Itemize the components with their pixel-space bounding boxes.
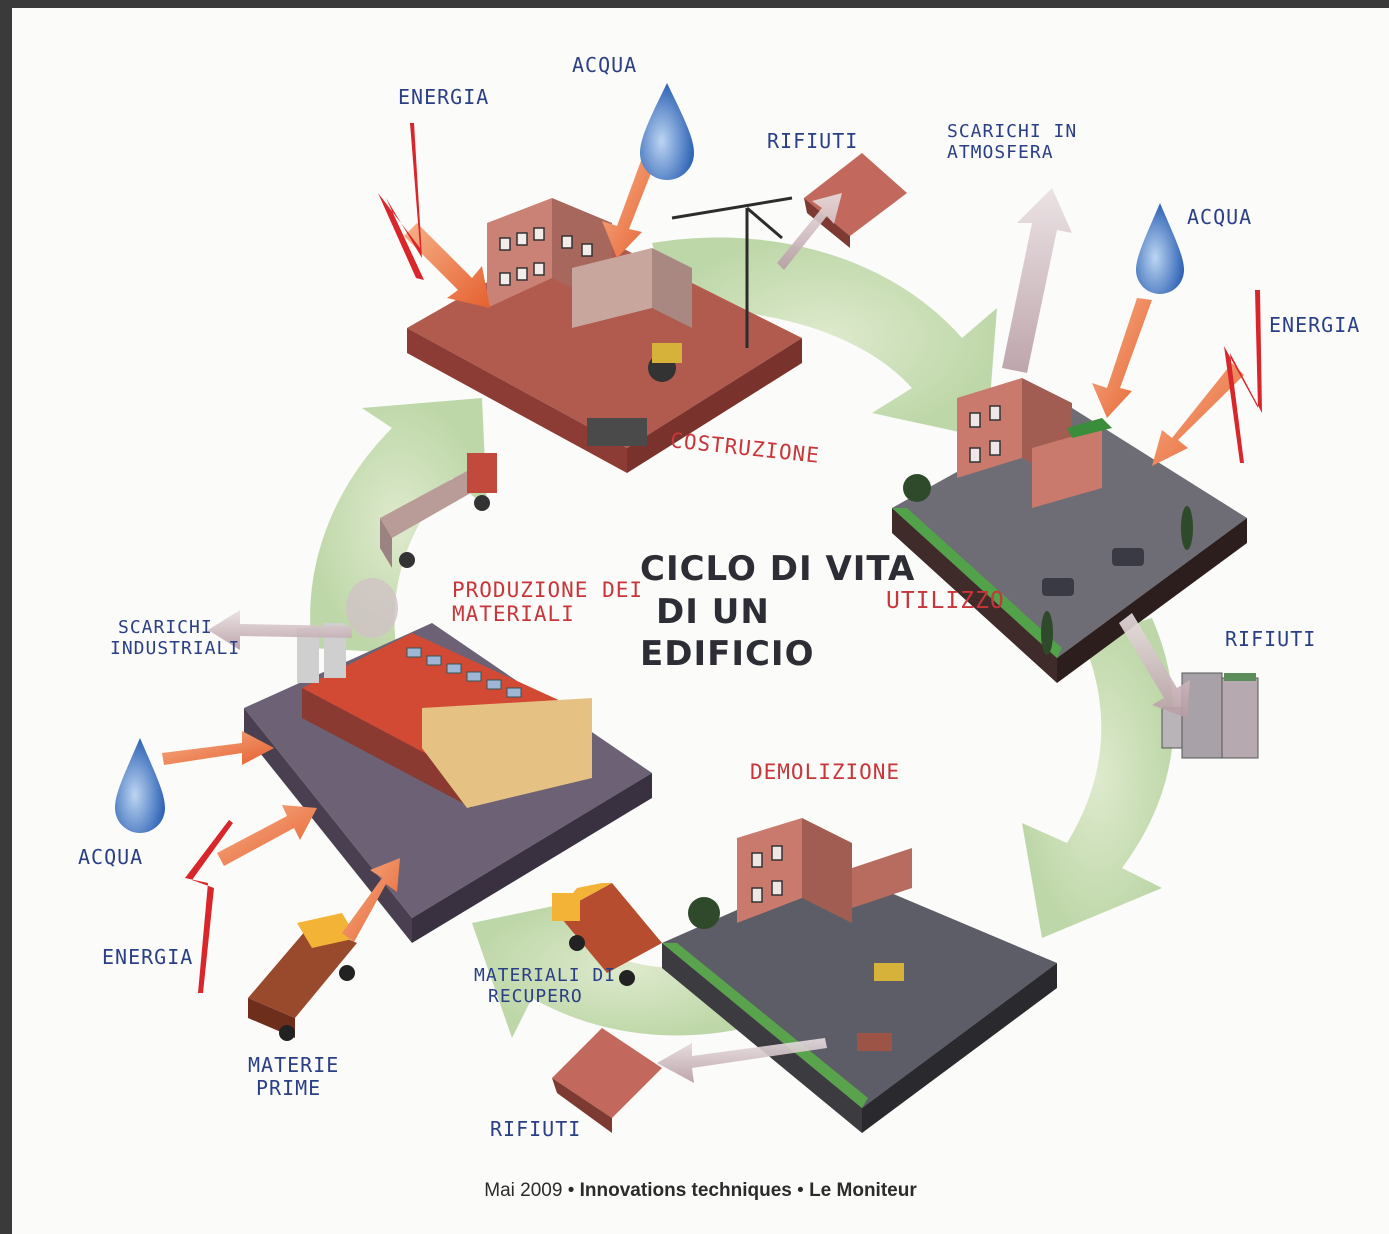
caption-section: Innovations techniques <box>580 1180 792 1201</box>
truck-icon <box>248 913 357 1041</box>
label-scarichi-industriali: SCARICHI INDUSTRIALI <box>110 618 240 659</box>
stage-produzione-line-1: PRODUZIONE DEI <box>452 578 643 602</box>
label-materiali-recupero-line-2: RECUPERO <box>474 987 616 1008</box>
label-scarichi-atmosfera-line-2: ATMOSFERA <box>947 143 1077 164</box>
title-line-2: DI UN <box>640 591 915 634</box>
label-rifiuti-right: RIFIUTI <box>1225 628 1316 651</box>
label-materiali-recupero: MATERIALI DI RECUPERO <box>474 966 616 1007</box>
label-energia-top: ENERGIA <box>398 86 489 109</box>
water-drop-icon <box>115 738 165 833</box>
label-energia-left: ENERGIA <box>102 946 193 969</box>
source-caption: Mai 2009 • Innovations techniques • Le M… <box>12 1180 1389 1202</box>
label-acqua-top: ACQUA <box>572 54 637 77</box>
diagram-title: CICLO DI VITA DI UN EDIFICIO <box>640 548 915 676</box>
label-rifiuti-top: RIFIUTI <box>767 130 858 153</box>
label-scarichi-industriali-line-2: INDUSTRIALI <box>110 639 240 660</box>
waste-bin-icon <box>1162 673 1258 758</box>
lightning-icon <box>1224 290 1262 463</box>
label-scarichi-industriali-line-1: SCARICHI <box>110 618 240 639</box>
label-acqua-right: ACQUA <box>1187 206 1252 229</box>
caption-publication: Le Moniteur <box>809 1180 917 1201</box>
stage-utilizzo: UTILIZZO <box>886 588 1005 614</box>
title-line-3: EDIFICIO <box>640 633 915 676</box>
label-scarichi-atmosfera-line-1: SCARICHI IN <box>947 122 1077 143</box>
lightning-icon <box>378 123 424 280</box>
demolition-site <box>662 818 1057 1133</box>
label-materiali-recupero-line-1: MATERIALI DI <box>474 966 616 987</box>
diagram-sheet: CICLO DI VITA DI UN EDIFICIO COSTRUZIONE… <box>12 8 1389 1234</box>
stage-produzione-line-2: MATERIALI <box>452 602 643 626</box>
label-materie-prime-line-2: PRIME <box>248 1077 339 1100</box>
caption-separator: • <box>797 1180 804 1201</box>
label-materie-prime: MATERIE PRIME <box>248 1054 339 1100</box>
stage-demolizione: DEMOLIZIONE <box>750 760 900 784</box>
label-energia-right: ENERGIA <box>1269 314 1360 337</box>
caption-date: Mai 2009 <box>484 1180 562 1201</box>
stage-produzione: PRODUZIONE DEI MATERIALI <box>452 578 643 626</box>
water-drop-icon <box>1136 203 1184 294</box>
label-acqua-left: ACQUA <box>78 846 143 869</box>
label-scarichi-atmosfera: SCARICHI IN ATMOSFERA <box>947 122 1077 163</box>
caption-separator: • <box>568 1180 575 1201</box>
water-drop-icon <box>640 83 694 180</box>
title-line-1: CICLO DI VITA <box>640 548 915 591</box>
label-rifiuti-bottom: RIFIUTI <box>490 1118 581 1141</box>
label-materie-prime-line-1: MATERIE <box>248 1054 339 1077</box>
